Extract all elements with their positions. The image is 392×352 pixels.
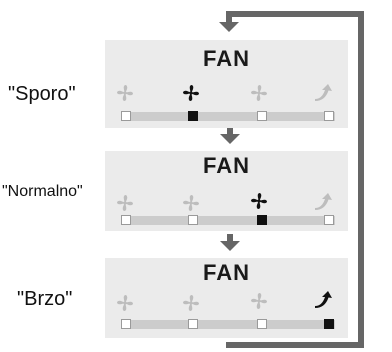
fan-low-icon bbox=[117, 195, 133, 211]
boost-arrow-icon bbox=[315, 193, 332, 210]
fan-high-icon bbox=[251, 193, 267, 209]
fan-title: FAN bbox=[203, 46, 250, 71]
fan-panel-sporo: FAN bbox=[105, 40, 348, 128]
speed-marker-2-active bbox=[188, 111, 198, 121]
fan-medium-icon bbox=[183, 85, 199, 101]
fan-panel-normalno: FAN bbox=[105, 151, 348, 231]
boost-arrow-icon bbox=[315, 291, 332, 308]
speed-marker-3 bbox=[257, 319, 267, 329]
speed-marker-3 bbox=[257, 111, 267, 121]
fan-medium-icon bbox=[183, 295, 199, 311]
speed-marker-2 bbox=[188, 215, 198, 225]
fan-high-icon bbox=[251, 293, 267, 309]
speed-marker-1 bbox=[121, 111, 131, 121]
speed-marker-1 bbox=[121, 215, 131, 225]
step-arrow-2-head bbox=[220, 241, 240, 251]
boost-arrow-icon bbox=[315, 84, 332, 101]
step-arrow-2-shaft bbox=[227, 234, 233, 242]
speed-marker-4-active bbox=[324, 319, 334, 329]
cycle-wire-down bbox=[226, 11, 232, 23]
speed-marker-4 bbox=[324, 111, 334, 121]
speed-marker-4 bbox=[324, 215, 334, 225]
cycle-arrow-head bbox=[219, 22, 239, 32]
step-arrow-1-head bbox=[220, 134, 240, 144]
speed-track bbox=[121, 112, 335, 121]
speed-marker-3-active bbox=[257, 215, 267, 225]
fan-title: FAN bbox=[203, 260, 250, 285]
speed-marker-1 bbox=[121, 319, 131, 329]
speed-track bbox=[121, 320, 335, 329]
fan-low-icon bbox=[117, 295, 133, 311]
cycle-wire-top bbox=[226, 11, 364, 17]
fan-high-icon bbox=[251, 85, 267, 101]
speed-track bbox=[121, 216, 335, 225]
cycle-wire-bottom bbox=[226, 342, 364, 348]
mode-label-sporo: "Sporo" bbox=[8, 83, 76, 105]
fan-title: FAN bbox=[203, 153, 250, 178]
fan-medium-icon bbox=[183, 195, 199, 211]
cycle-wire-right bbox=[358, 11, 364, 348]
step-arrow-1-shaft bbox=[227, 127, 233, 135]
mode-label-normalno: "Normalno" bbox=[2, 183, 83, 200]
speed-marker-2 bbox=[188, 319, 198, 329]
mode-label-brzo: "Brzo" bbox=[17, 288, 73, 310]
fan-panel-brzo: FAN bbox=[105, 258, 348, 338]
fan-low-icon bbox=[117, 85, 133, 101]
